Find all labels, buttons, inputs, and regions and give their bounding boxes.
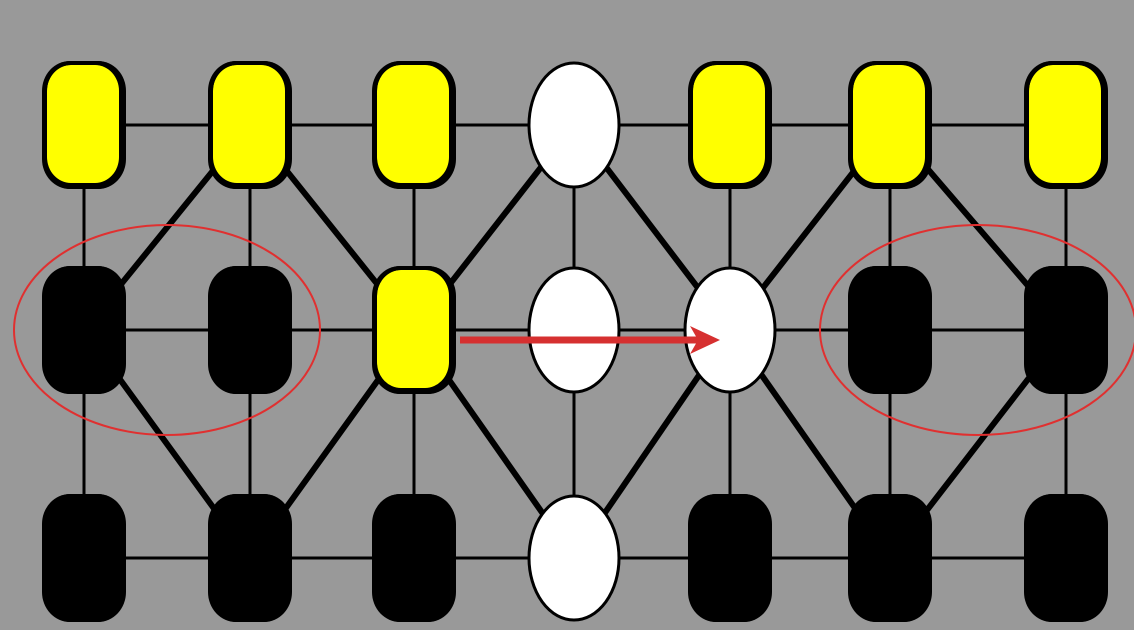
stone-black[interactable] [1024,266,1108,394]
highlight-layer [13,224,1134,436]
stone-yellow[interactable] [372,266,456,394]
stone-white[interactable] [527,266,621,394]
highlight-right-pair [819,224,1134,436]
stones-layer [42,61,1108,622]
stone-black[interactable] [1024,494,1108,622]
stone-black[interactable] [688,494,772,622]
stone-yellow[interactable] [848,61,932,189]
stone-yellow[interactable] [42,61,126,189]
move-arrow [460,326,720,354]
stone-yellow[interactable] [208,61,292,189]
stone-black[interactable] [208,266,292,394]
stone-yellow[interactable] [1024,61,1108,189]
stone-black[interactable] [848,266,932,394]
stone-white[interactable] [527,61,621,189]
stone-black[interactable] [848,494,932,622]
stone-black[interactable] [42,266,126,394]
move-arrow-head [690,326,720,354]
stone-black[interactable] [208,494,292,622]
stone-black[interactable] [372,494,456,622]
highlight-left-pair [13,224,321,436]
stone-white[interactable] [527,494,621,622]
stone-yellow[interactable] [372,61,456,189]
stone-yellow[interactable] [688,61,772,189]
stone-black[interactable] [42,494,126,622]
stone-white[interactable] [683,266,777,394]
